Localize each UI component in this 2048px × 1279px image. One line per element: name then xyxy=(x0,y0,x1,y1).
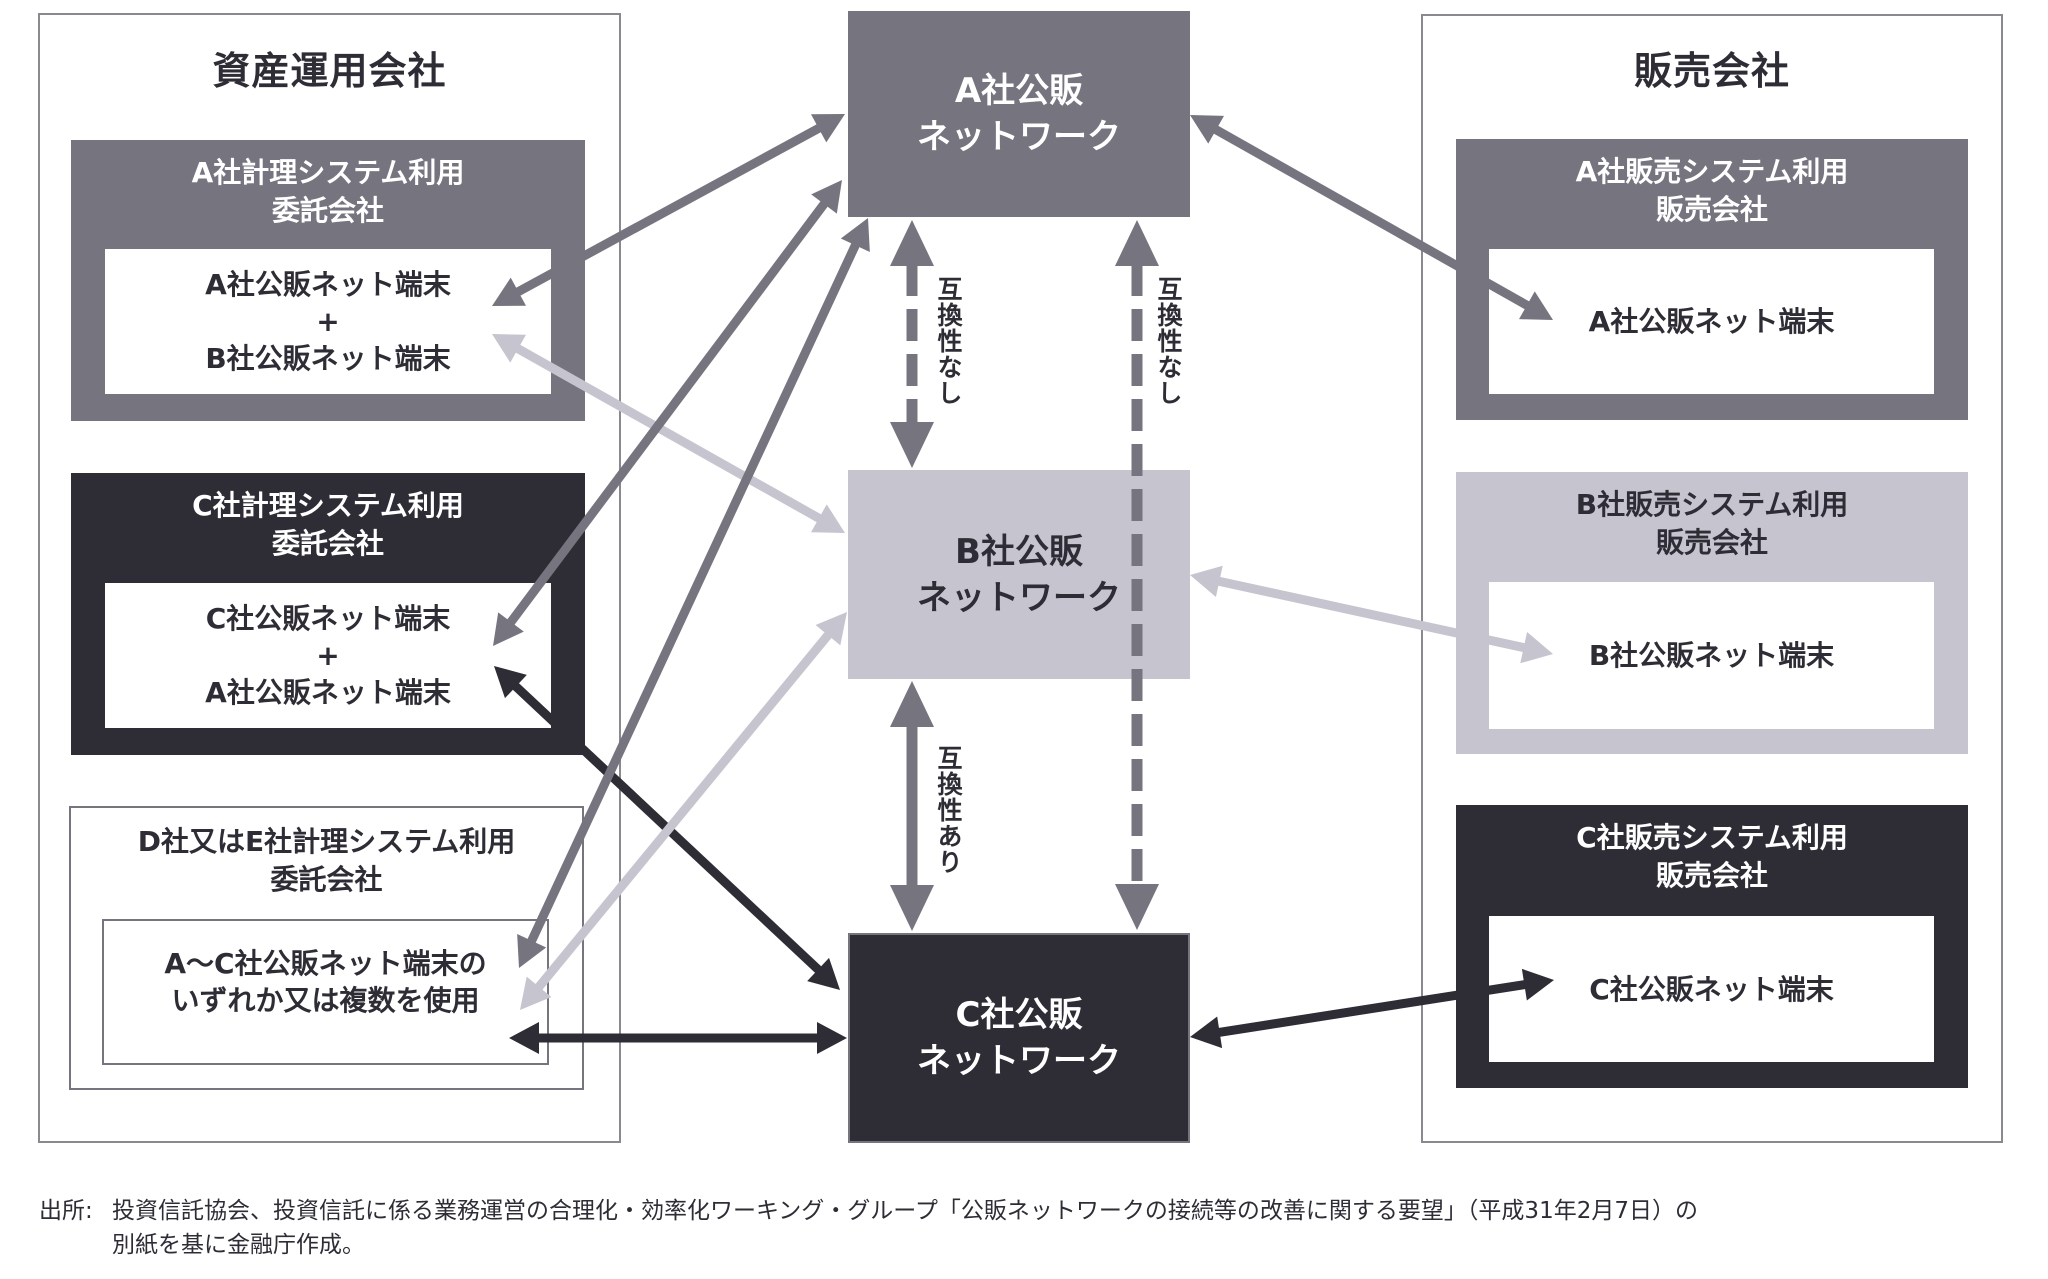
company-c-accounting-client: C社計理システム利用 委託会社 C社公販ネット端末 + A社公販ネット端末 xyxy=(71,473,585,755)
arrowhead-icon xyxy=(815,612,847,646)
network-a: A社公販 ネットワーク xyxy=(848,11,1190,217)
network-type: ネットワーク xyxy=(917,577,1121,618)
arrowhead-icon xyxy=(840,218,870,252)
network-name: C社公販 xyxy=(955,995,1083,1035)
arrowhead-icon xyxy=(890,885,934,931)
terminal-label: A社公販ネット端末 xyxy=(1588,305,1835,338)
terminal-label: B社公販ネット端末 xyxy=(1588,639,1835,672)
terminal-panel: A社公販ネット端末 xyxy=(1489,249,1934,394)
terminal-label: A〜C社公販ネット端末の xyxy=(164,947,487,980)
terminal-label: A社公販ネット端末 xyxy=(205,268,451,301)
plus-sign: + xyxy=(316,639,340,672)
terminal-panel: C社公販ネット端末 + A社公販ネット端末 xyxy=(105,583,551,728)
arrowhead-icon xyxy=(890,422,934,468)
compat-label-a-c: 互換性なし xyxy=(1154,276,1183,406)
company-title: B社販売システム利用 販売会社 xyxy=(1575,488,1849,559)
terminal-label: C社公販ネット端末 xyxy=(205,602,451,635)
terminal-label: いずれか又は複数を使用 xyxy=(171,984,480,1017)
company-c-sales: C社販売システム利用 販売会社 C社公販ネット端末 xyxy=(1456,805,1968,1088)
arrowhead-icon xyxy=(1190,115,1224,144)
terminal-label: A社公販ネット端末 xyxy=(205,676,451,709)
terminal-label: B社公販ネット端末 xyxy=(205,342,451,375)
network-c: C社公販 ネットワーク xyxy=(848,933,1190,1143)
network-b: B社公販 ネットワーク xyxy=(848,470,1190,679)
terminal-label: C社公販ネット端末 xyxy=(1589,972,1834,1006)
company-a-accounting-client: A社計理システム利用 委託会社 A社公販ネット端末 + B社公販ネット端末 xyxy=(71,140,585,421)
company-title: C社計理システム利用 委託会社 xyxy=(192,489,464,560)
terminal-panel: B社公販ネット端末 xyxy=(1489,582,1934,729)
company-d-or-e-accounting-client: D社又はE社計理システム利用 委託会社 A〜C社公販ネット端末の いずれか又は複… xyxy=(69,806,584,1090)
company-title: A社販売システム利用 販売会社 xyxy=(1575,155,1849,226)
arrowhead-icon xyxy=(817,1022,847,1054)
arrowhead-icon xyxy=(811,114,845,143)
arrowhead-icon xyxy=(811,180,842,214)
sales-group-title: 販売会社 xyxy=(1633,49,1790,93)
company-b-sales: B社販売システム利用 販売会社 B社公販ネット端末 xyxy=(1456,472,1968,754)
arrowhead-icon xyxy=(1190,1016,1223,1049)
company-a-sales: A社販売システム利用 販売会社 A社公販ネット端末 xyxy=(1456,139,1968,420)
network-type: ネットワーク xyxy=(917,117,1121,157)
arrowhead-icon xyxy=(1115,220,1159,266)
footnote-text-line1: 投資信託協会、投資信託に係る業務運営の合理化・効率化ワーキング・グループ「公販ネ… xyxy=(112,1198,1698,1224)
terminal-panel: A〜C社公販ネット端末の いずれか又は複数を使用 xyxy=(102,919,549,1065)
network-name: A社公販 xyxy=(954,71,1084,111)
company-title: C社販売システム利用 販売会社 xyxy=(1576,821,1848,892)
asset-management-group-title: 資産運用会社 xyxy=(212,49,447,93)
arrowhead-icon xyxy=(1190,565,1223,598)
footnote-text-line2: 別紙を基に金融庁作成。 xyxy=(112,1232,365,1258)
company-title: A社計理システム利用 委託会社 xyxy=(191,156,465,227)
arrowhead-icon xyxy=(811,504,845,533)
network-name: B社公販 xyxy=(955,531,1083,572)
compat-label-a-b: 互換性なし xyxy=(934,276,963,406)
network-type: ネットワーク xyxy=(917,1041,1121,1081)
arrowhead-icon xyxy=(807,957,840,990)
compat-label-b-c: 互換性あり xyxy=(934,745,963,875)
terminal-panel: A社公販ネット端末 + B社公販ネット端末 xyxy=(105,249,551,394)
plus-sign: + xyxy=(316,305,340,338)
arrowhead-icon xyxy=(890,220,934,266)
arrowhead-icon xyxy=(1115,884,1159,930)
footnote-label: 出所: xyxy=(39,1198,93,1224)
source-footnote: 出所: 投資信託協会、投資信託に係る業務運営の合理化・効率化ワーキング・グループ「… xyxy=(39,1194,1698,1262)
arrowhead-icon xyxy=(890,681,934,727)
company-title: D社又はE社計理システム利用 委託会社 xyxy=(137,825,516,896)
terminal-panel: C社公販ネット端末 xyxy=(1489,916,1934,1062)
